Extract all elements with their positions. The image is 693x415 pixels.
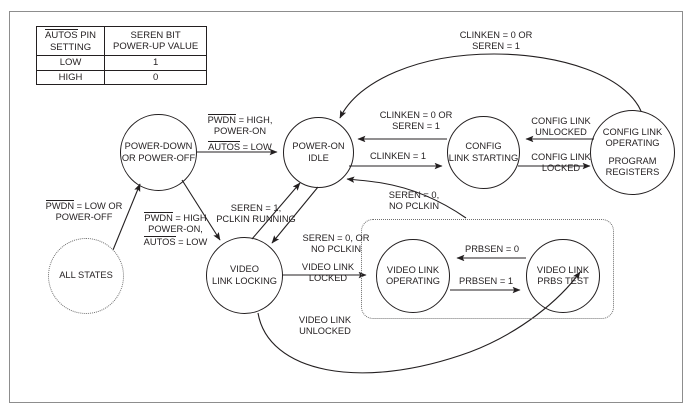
edge-label-line2: NO PCLKIN [388, 201, 440, 212]
edge-label-seren-1-pclkin-running: SEREN = 1, PCLKIN RUNNING [196, 203, 316, 226]
node-video-link-prbs-test: VIDEO LINK PRBS TEST [526, 239, 600, 313]
node-power-down-or-power-off: POWER-DOWN OR POWER-OFF [120, 114, 197, 191]
node-video-link-prbs-test-line2: PRBS TEST [537, 276, 589, 286]
table-cell-value-high: 0 [104, 69, 208, 85]
edge-label-line2: SEREN = 1 [472, 41, 520, 52]
pwdn-rest-text: = HIGH [172, 213, 207, 223]
node-config-link-starting-line2: LINK STARTING [448, 152, 519, 163]
node-video-link-operating: VIDEO LINK OPERATING [376, 239, 450, 313]
node-video-link-operating-line1: VIDEO LINK [386, 264, 440, 275]
pwdn-overline-text: PWDN [144, 212, 173, 223]
edge-label-video-link-locked: VIDEO LINK LOCKED [288, 262, 368, 285]
table-cell-value-low: 1 [104, 55, 208, 71]
pwdn-rest-text: = LOW OR [74, 201, 123, 211]
node-video-link-locking-line2: LINK LOCKING [211, 275, 278, 286]
node-all-states-label: ALL STATES [59, 270, 113, 281]
node-config-link-starting: CONFIG LINK STARTING [447, 116, 520, 189]
edge-label-line1: VIDEO LINK [298, 315, 352, 325]
node-video-link-locking: VIDEO LINK LOCKING [206, 237, 283, 314]
table-header-seren-bit-power-up-value: SEREN BIT POWER-UP VALUE [104, 26, 208, 56]
edge-label-line2: POWER-OFF [55, 212, 113, 223]
node-config-link-starting-line1: CONFIG [465, 141, 502, 151]
edge-label-pwdn-high-power-on-autos-low: PWDN = HIGH POWER-ON, AUTOS = LOW [123, 212, 228, 248]
edge-label-seren-0-no-pclkin: SEREN = 0, NO PCLKIN [368, 190, 460, 213]
edge-label-line1: PRBSEN = 0 [465, 244, 519, 254]
edge-label-line1: PRBSEN = 1 [459, 276, 513, 286]
table-row: LOW 1 [35, 55, 208, 71]
table-header-autos-pin-setting: AUTOS PIN SETTING [35, 26, 106, 56]
node-power-on-idle-line2: IDLE [308, 152, 329, 163]
node-config-link-operating-line2: OPERATING [605, 138, 660, 148]
edge-label-line3: AUTOS = LOW [192, 140, 288, 153]
table-cell-setting-high: HIGH [35, 69, 106, 85]
edge-label-line1: VIDEO LINK [301, 262, 355, 272]
autos-seren-table: AUTOS PIN SETTING SEREN BIT POWER-UP VAL… [35, 26, 208, 85]
edge-label-clinken-0-or-seren-1-mid: CLINKEN = 0 OR SEREN = 1 [360, 110, 472, 133]
edge-label-line2: LOCKED [541, 163, 581, 174]
edge-label-clinken-0-or-seren-1-top: CLINKEN = 0 OR SEREN = 1 [434, 30, 558, 53]
node-video-link-prbs-test-line1: VIDEO LINK [536, 264, 590, 275]
edge-label-line1: CLINKEN = 0 OR [379, 110, 453, 120]
node-config-link-operating-line1: CONFIG LINK [602, 126, 663, 137]
edge-label-line2: NO PCLKIN [310, 244, 362, 255]
autos-overline-text: AUTOS [45, 29, 78, 41]
edge-label-line1: SEREN = 1, [230, 203, 282, 213]
edge-label-clinken-1: CLINKEN = 1 [352, 151, 444, 162]
edge-label-pwdn-high-power-on-autos-low-top: PWDN = HIGH, POWER-ON AUTOS = LOW [192, 114, 288, 153]
autos-pin-rest: PIN [77, 30, 97, 41]
edge-label-line1: CONFIG LINK [531, 116, 591, 126]
node-all-states: ALL STATES [48, 238, 124, 314]
table-cell-setting-low: LOW [35, 55, 106, 71]
table-row: HIGH 0 [35, 69, 208, 85]
edge-label-prbsen-1: PRBSEN = 1 [446, 276, 526, 287]
edge-label-line1: CLINKEN = 0 OR [459, 30, 533, 40]
node-config-link-operating-line4: REGISTERS [605, 167, 660, 177]
edge-label-line2: LOCKED [308, 273, 348, 284]
edge-label-line3: AUTOS = LOW [123, 235, 228, 248]
edge-label-line2: UNLOCKED [299, 326, 351, 337]
edge-label-pwdn-low-or-power-off: PWDN = LOW OR POWER-OFF [24, 200, 144, 224]
edge-label-line2: UNLOCKED [535, 127, 587, 138]
edge-label-line1: CONFIG LINK [531, 152, 591, 162]
pwdn-overline-text: PWDN [45, 200, 75, 211]
pwdn-overline-text: PWDN [207, 114, 236, 125]
edge-label-config-link-unlocked: CONFIG LINK UNLOCKED [519, 116, 603, 139]
node-power-on-idle-line1: POWER-ON [292, 141, 345, 151]
video-link-group-box [361, 219, 614, 319]
node-power-down-line2: OR POWER-OFF [121, 152, 196, 163]
autos-rest-text: = LOW [175, 236, 208, 247]
edge-label-line2: POWER-ON, [148, 224, 203, 235]
node-config-link-operating-line3: PROGRAM [608, 155, 657, 166]
setting-text: SETTING [49, 41, 92, 53]
table-header-row: AUTOS PIN SETTING SEREN BIT POWER-UP VAL… [35, 26, 208, 56]
node-power-down-line1: POWER-DOWN [124, 141, 193, 151]
edge-label-line1: PWDN = LOW OR [24, 200, 144, 212]
seren-bit-text: SEREN BIT [130, 29, 181, 41]
edge-label-line2: POWER-ON [213, 126, 267, 137]
pwdn-rest-text: = HIGH, [235, 115, 273, 125]
node-config-link-operating: CONFIG LINK OPERATING PROGRAM REGISTERS [590, 110, 675, 195]
power-up-value-text: POWER-UP VALUE [113, 41, 199, 52]
autos-rest-text: = LOW [240, 141, 272, 152]
edge-label-line1: PWDN = HIGH [123, 212, 228, 224]
edge-label-line2: SEREN = 1 [392, 121, 440, 132]
edge-label-seren-0-or-no-pclkin: SEREN = 0, OR NO PCLKIN [288, 233, 384, 256]
edge-label-video-link-unlocked: VIDEO LINK UNLOCKED [282, 315, 368, 338]
edge-label-config-link-locked: CONFIG LINK LOCKED [519, 152, 603, 175]
edge-label-line1: PWDN = HIGH, [192, 114, 288, 126]
edge-label-line1: SEREN = 0, [388, 190, 440, 200]
node-power-on-idle: POWER-ON IDLE [283, 117, 354, 188]
node-video-link-operating-line2: OPERATING [385, 276, 441, 286]
edge-label-line1: SEREN = 0, OR [302, 233, 370, 243]
autos-overline-text: AUTOS [143, 235, 176, 247]
node-video-link-locking-line1: VIDEO [230, 264, 259, 274]
autos-overline-text: AUTOS [208, 140, 241, 152]
edge-label-prbsen-0: PRBSEN = 0 [452, 244, 532, 255]
edge-label-line1: CLINKEN = 1 [369, 151, 427, 161]
edge-label-line2: PCLKIN RUNNING [216, 214, 296, 225]
